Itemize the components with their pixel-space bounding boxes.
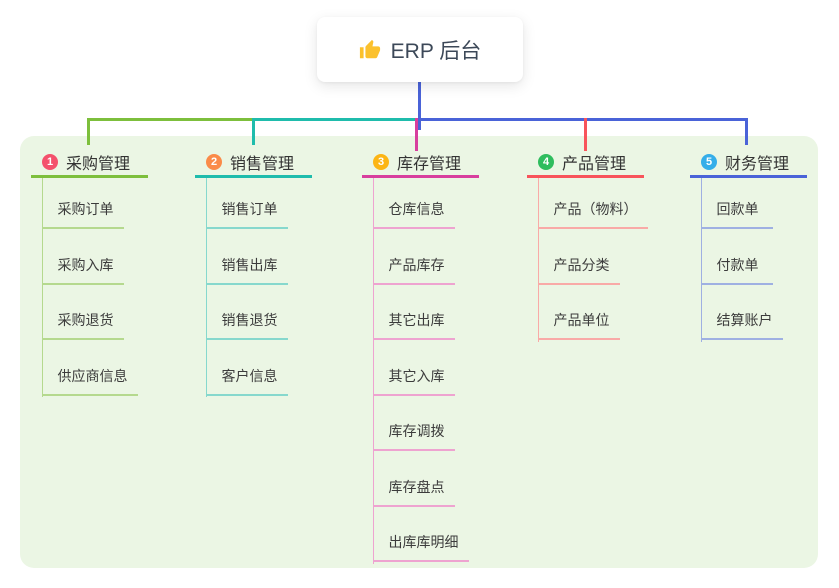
child-node[interactable]: 付款单	[700, 229, 773, 285]
connector-drop-4	[583, 117, 587, 151]
branch-trunk-line	[41, 177, 43, 397]
branch-node-3[interactable]: 3 库存管理	[362, 149, 479, 178]
branch-children: 回款单付款单结算账户	[690, 174, 783, 340]
branch-number-badge: 3	[373, 154, 389, 170]
child-node[interactable]: 供应商信息	[41, 340, 138, 396]
child-node[interactable]: 库存调拨	[372, 396, 455, 451]
branch-node-1[interactable]: 1 采购管理	[31, 149, 148, 178]
thumbs-up-icon	[359, 39, 380, 58]
connector-drop-1	[86, 117, 90, 145]
background-panel	[20, 136, 818, 568]
child-node[interactable]: 库存盘点	[372, 451, 455, 507]
branch-number-badge: 1	[42, 154, 58, 170]
branch-children: 仓库信息产品库存其它出库其它入库库存调拨库存盘点出库库明细	[362, 174, 469, 562]
branch-title: 库存管理	[397, 156, 462, 173]
child-node[interactable]: 其它入库	[372, 340, 455, 396]
connector-drop-5	[744, 117, 748, 145]
branch-node-2[interactable]: 2 销售管理	[195, 149, 312, 178]
root-node[interactable]: ERP 后台	[317, 17, 523, 82]
branch-title: 产品管理	[562, 156, 627, 173]
root-label: ERP 后台	[390, 39, 482, 63]
child-node[interactable]: 销售出库	[205, 229, 288, 285]
connector-horizontal-green	[86, 117, 255, 121]
child-node[interactable]: 其它出库	[372, 285, 455, 340]
branch-trunk-line	[372, 177, 374, 564]
branch-trunk-line	[537, 177, 539, 342]
child-node[interactable]: 结算账户	[700, 285, 783, 340]
child-node[interactable]: 采购订单	[41, 174, 124, 229]
child-node[interactable]: 采购入库	[41, 229, 124, 285]
connector-horizontal-blue	[417, 117, 748, 121]
child-node[interactable]: 出库库明细	[372, 507, 469, 562]
child-node[interactable]: 采购退货	[41, 285, 124, 340]
branch-title: 销售管理	[230, 156, 295, 173]
child-node[interactable]: 销售退货	[205, 285, 288, 340]
branch-title: 财务管理	[725, 156, 790, 173]
branch-children: 产品（物料）产品分类产品单位	[527, 174, 648, 340]
branch-children: 采购订单采购入库采购退货供应商信息	[31, 174, 138, 396]
child-node[interactable]: 产品（物料）	[537, 174, 648, 229]
branch-trunk-line	[205, 177, 207, 397]
branch-title: 采购管理	[66, 156, 131, 173]
child-node[interactable]: 客户信息	[205, 340, 288, 396]
child-node[interactable]: 产品分类	[537, 229, 620, 285]
branch-children: 销售订单销售出库销售退货客户信息	[195, 174, 288, 396]
branch-node-4[interactable]: 4 产品管理	[527, 149, 644, 178]
connector-horizontal-teal	[251, 117, 418, 121]
connector-drop-2	[251, 117, 255, 145]
branch-number-badge: 5	[701, 154, 717, 170]
branch-trunk-line	[700, 177, 702, 342]
child-node[interactable]: 产品库存	[372, 229, 455, 285]
connector-drop-3	[414, 117, 418, 151]
branch-node-5[interactable]: 5 财务管理	[690, 149, 807, 178]
child-node[interactable]: 产品单位	[537, 285, 620, 340]
child-node[interactable]: 销售订单	[205, 174, 288, 229]
branch-number-badge: 4	[538, 154, 554, 170]
child-node[interactable]: 仓库信息	[372, 174, 455, 229]
branch-number-badge: 2	[206, 154, 222, 170]
child-node[interactable]: 回款单	[700, 174, 773, 229]
connector-root-stem	[417, 82, 421, 130]
